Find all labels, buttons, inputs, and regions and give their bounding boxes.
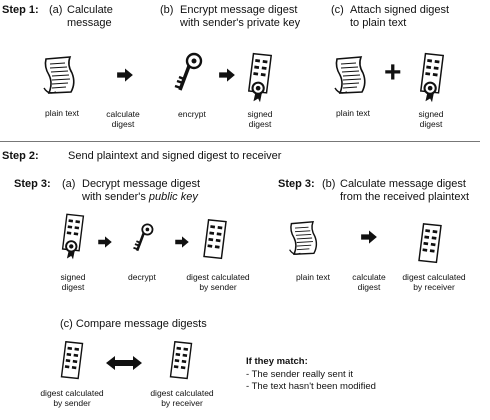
match-item-2: - The text hasn't been modified — [246, 381, 376, 392]
arrow-right-icon — [360, 230, 378, 244]
caption-encrypt: encrypt — [178, 109, 206, 119]
step3a-prefix: (a) — [62, 178, 76, 190]
step1c-prefix: (c) — [331, 4, 344, 16]
step3a-line1: Decrypt message digest — [82, 178, 200, 190]
step3b-line2: from the received plaintext — [340, 191, 470, 203]
signed-digest-icon — [418, 48, 446, 106]
caption-plain-text-3b: plain text — [296, 272, 331, 282]
digest-icon — [58, 340, 86, 382]
document-icon — [286, 218, 322, 258]
step1c-line1: Attach signed digest — [350, 4, 450, 16]
digest-icon — [167, 340, 195, 382]
step2-heading: Step 2: — [2, 150, 39, 162]
digest-icon — [201, 218, 229, 262]
step3b-heading: Step 3: — [278, 178, 315, 190]
step1a-prefix: (a) — [49, 4, 63, 16]
arrow-right-icon — [218, 68, 236, 82]
divider — [0, 141, 480, 142]
document-icon — [40, 54, 80, 96]
match-heading: If they match: — [246, 356, 308, 367]
caption-plain-text: plain text — [45, 108, 80, 118]
step3a-line2: with sender's public key — [82, 191, 198, 203]
arrow-right-icon — [116, 68, 134, 82]
step3a-heading: Step 3: — [14, 178, 51, 190]
step1b-prefix: (b) — [160, 4, 174, 16]
step1c-line2: to plain text — [350, 17, 407, 29]
signed-digest-icon — [246, 48, 274, 106]
arrow-right-icon — [97, 236, 113, 248]
caption-plain-text-2: plain text — [336, 108, 371, 118]
key-icon — [173, 48, 203, 100]
match-item-1: - The sender really sent it — [246, 369, 354, 380]
double-arrow-icon — [106, 356, 142, 370]
step3b-prefix: (b) — [322, 178, 336, 190]
key-icon — [132, 222, 154, 256]
step1b-line2: with sender's private key — [180, 17, 301, 29]
step1a-line1: Calculate — [67, 4, 113, 16]
step1a-line2: message — [67, 17, 112, 29]
document-icon — [331, 54, 371, 96]
step3c-title: (c) Compare message digests — [60, 318, 207, 330]
digest-icon — [416, 222, 444, 266]
step1-heading: Step 1: — [2, 4, 39, 16]
step1b-line1: Encrypt message digest — [180, 4, 298, 16]
step2-text: Send plaintext and signed digest to rece… — [68, 150, 282, 162]
plus-icon: + — [384, 56, 402, 89]
signed-digest-icon — [60, 210, 86, 262]
arrow-right-icon — [174, 236, 190, 248]
caption-decrypt: decrypt — [128, 272, 156, 282]
step3b-line1: Calculate message digest — [340, 178, 466, 190]
